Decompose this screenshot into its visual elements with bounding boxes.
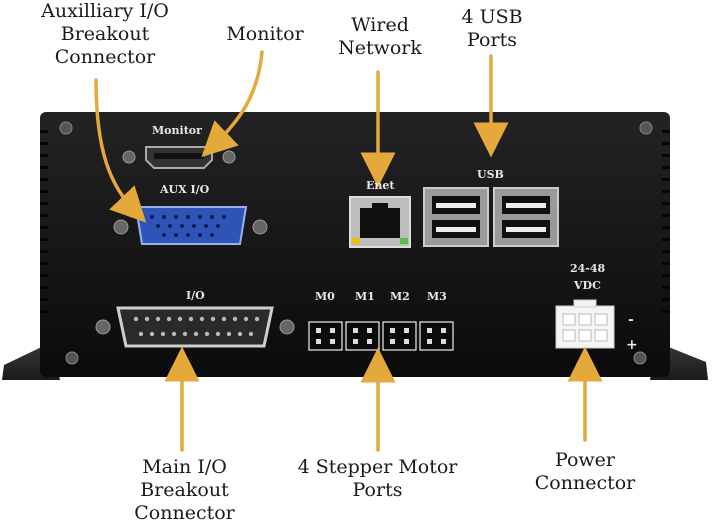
callout-aux-io-line3: Connector	[54, 46, 156, 68]
callout-wired-network-line1: Wired	[351, 14, 409, 36]
callout-power-line1: Power	[554, 449, 616, 471]
panel-label-usb: USB	[477, 168, 504, 181]
panel-label-vdc: VDC	[574, 279, 601, 292]
callout-usb-ports: 4 USB Ports	[442, 6, 542, 52]
panel-label-plus: +	[626, 337, 638, 353]
aux-io-db15-port	[113, 206, 268, 245]
panel-label-minus: -	[628, 312, 634, 328]
callout-monitor: Monitor	[215, 23, 315, 46]
panel-label-m0: M0	[315, 290, 335, 303]
callout-usb-line2: Ports	[467, 29, 517, 51]
callout-main-io-line3: Connector	[134, 502, 235, 524]
stepper-pins	[316, 328, 446, 344]
callout-stepper-line1: 4 Stepper Motor	[297, 456, 458, 478]
callout-aux-io-line1: Auxilliary I/O	[41, 0, 169, 22]
callout-usb-line1: 4 USB	[461, 6, 523, 28]
usb-ports	[423, 187, 559, 247]
callout-aux-io-line2: Breakout	[60, 23, 150, 45]
callout-monitor-line1: Monitor	[226, 23, 304, 45]
callout-main-io-line1: Main I/O	[142, 456, 227, 478]
callout-power: Power Connector	[525, 449, 645, 495]
panel-label-m2: M2	[390, 290, 410, 303]
panel-label-aux-io: AUX I/O	[160, 183, 210, 196]
callout-wired-network: Wired Network	[330, 14, 430, 60]
callout-stepper-line2: Ports	[352, 479, 403, 501]
callout-power-line2: Connector	[534, 472, 636, 494]
arrow-aux-io	[94, 78, 147, 223]
callout-main-io-line2: Breakout	[140, 479, 229, 501]
ethernet-port	[349, 196, 411, 248]
power-connector	[555, 299, 615, 349]
callout-stepper: 4 Stepper Motor Ports	[285, 456, 470, 502]
panel-label-enet: Enet	[366, 179, 395, 192]
callout-arrows	[94, 50, 603, 452]
panel-label-vdc-range: 24-48	[570, 262, 606, 275]
corner-screws	[59, 121, 653, 365]
heat-fins-right	[662, 130, 670, 313]
panel-label-m3: M3	[427, 290, 447, 303]
panel-label-io: I/O	[186, 289, 205, 302]
callout-wired-network-line2: Network	[338, 37, 422, 59]
stepper-motor-ports	[308, 321, 454, 351]
arrow-monitor	[201, 50, 264, 158]
heat-fins-left	[40, 130, 48, 313]
panel-label-monitor: Monitor	[152, 124, 202, 137]
main-io-db25-port	[95, 306, 295, 348]
callout-aux-io: Auxilliary I/O Breakout Connector	[20, 0, 190, 69]
panel-label-m1: M1	[355, 290, 375, 303]
callout-main-io: Main I/O Breakout Connector	[112, 456, 257, 525]
